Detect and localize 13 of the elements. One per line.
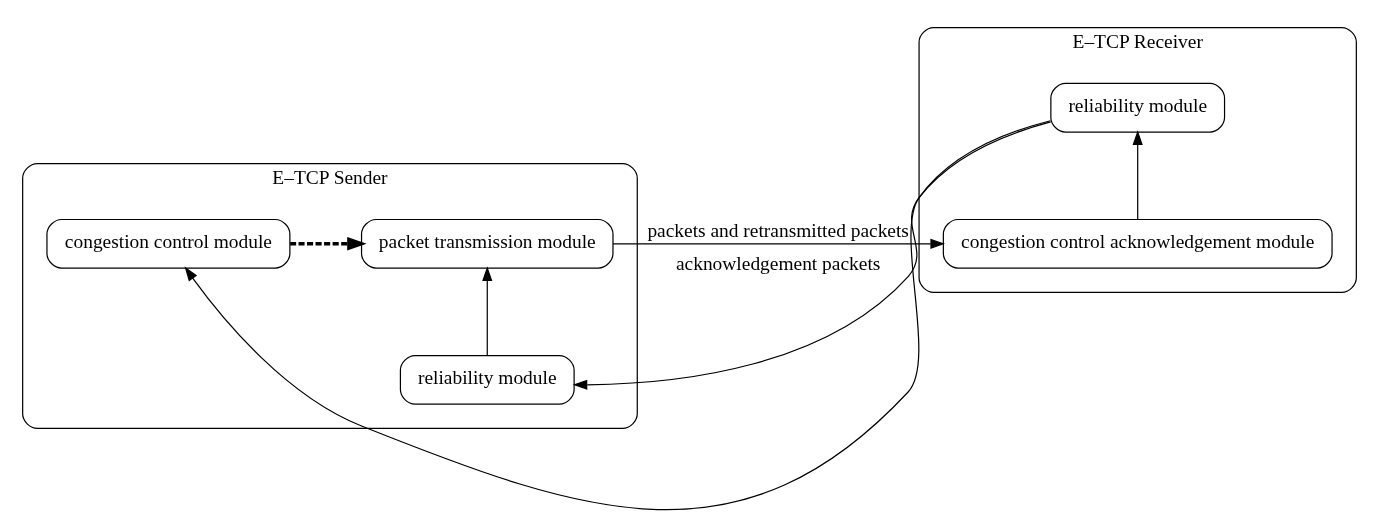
node-box: congestion control acknowledgement module <box>942 218 1333 269</box>
arrow <box>1132 129 1143 220</box>
edge-label: acknowledgement packets <box>675 252 881 274</box>
node-box: reliability module <box>399 354 575 405</box>
arrow <box>290 236 367 251</box>
arrow <box>184 119 1052 510</box>
node-box: reliability module <box>1050 82 1226 133</box>
node-box: congestion control module <box>46 218 291 269</box>
arrow <box>612 238 945 249</box>
edge-label: packets and retransmitted packets <box>647 219 909 241</box>
node-box: packet transmission module <box>360 218 614 269</box>
arrow <box>572 120 1052 390</box>
arrow <box>482 265 493 356</box>
